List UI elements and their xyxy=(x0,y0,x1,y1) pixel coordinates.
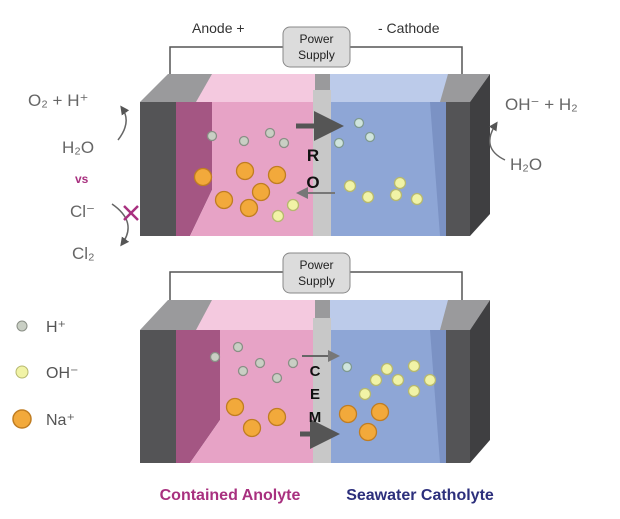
anolyte-side xyxy=(176,330,220,463)
oh-ion-particle xyxy=(393,176,407,190)
membrane-letter: M xyxy=(309,409,322,426)
na-ion-particle xyxy=(267,407,287,427)
oh-ion-particle xyxy=(286,198,300,212)
na-ion-particle xyxy=(193,167,213,187)
cathode-products: OH⁻ + H₂ xyxy=(505,95,578,114)
catholyte-chamber xyxy=(331,330,441,463)
anolyte-chamber xyxy=(190,330,315,463)
na-ion-particle xyxy=(338,404,358,424)
h-ion-particle xyxy=(232,341,244,353)
oxidation-arrow xyxy=(117,105,130,141)
power-supply-label: Supply xyxy=(298,274,335,288)
catholyte-label: Seawater Catholyte xyxy=(346,487,494,504)
oh-ion-particle xyxy=(410,192,424,206)
h-ion-particle xyxy=(271,372,283,384)
membrane-letter: O xyxy=(306,173,319,192)
oh-ion-particle xyxy=(361,190,375,204)
h-ion-particle xyxy=(364,131,376,143)
h-ion-particle xyxy=(237,365,249,377)
oh-ion-particle xyxy=(380,362,394,376)
h-ion-particle xyxy=(333,137,345,149)
cathode-reactant: H₂O xyxy=(510,155,542,174)
chlorine-label: Cl₂ xyxy=(72,244,95,263)
reduction-arrow xyxy=(488,121,506,161)
catholyte-chamber xyxy=(331,102,441,236)
catholyte-top xyxy=(330,300,448,330)
anode-wire xyxy=(169,46,283,75)
h-ion-particle xyxy=(209,351,221,363)
cathode-wire xyxy=(350,271,463,302)
power-supply-label: Power xyxy=(299,32,333,46)
h-ion-particle xyxy=(254,357,266,369)
h-ion-particle xyxy=(238,135,250,147)
blocked-x-icon xyxy=(123,205,139,221)
h-ion-particle xyxy=(341,361,353,373)
legend-label: OH⁻ xyxy=(46,365,78,382)
anode-label: Anode + xyxy=(192,20,245,36)
anolyte-top xyxy=(196,300,315,330)
cathode-edge xyxy=(470,300,490,463)
na-ion-particle xyxy=(358,422,378,442)
legend-label: Na⁺ xyxy=(46,412,75,429)
na-ion-particle xyxy=(370,402,390,422)
power-supply-label: Supply xyxy=(298,48,335,62)
power-supply-box xyxy=(282,252,351,294)
cathode-wire xyxy=(350,46,463,75)
na-ion-particle xyxy=(239,198,259,218)
oh-ion-particle xyxy=(343,179,357,193)
anolyte-side xyxy=(176,102,212,236)
oh-ion-particle xyxy=(423,373,437,387)
na-ion-particle xyxy=(267,165,287,185)
na-ion-particle xyxy=(225,397,245,417)
cathode-electrode xyxy=(446,330,470,463)
power-supply-label: Power xyxy=(299,258,333,272)
h-ion-particle xyxy=(206,130,218,142)
h-ion-particle xyxy=(278,137,290,149)
chlorine-arrow xyxy=(111,203,130,247)
oh-ion-particle xyxy=(358,387,372,401)
membrane-letter: C xyxy=(310,363,321,380)
catholyte-side xyxy=(430,330,446,463)
chloride-label: Cl⁻ xyxy=(70,202,95,221)
h-ion-particle xyxy=(287,357,299,369)
catholyte-side xyxy=(430,102,446,236)
anode-electrode xyxy=(140,330,176,463)
na-ion-particle xyxy=(251,182,271,202)
oh-ion-particle xyxy=(369,373,383,387)
anode-reactant: H₂O xyxy=(62,138,94,157)
legend-na-ion-icon xyxy=(12,409,32,429)
na-ion-particle xyxy=(242,418,262,438)
h-ion-particle xyxy=(264,127,276,139)
legend: H⁺ OH⁻ Na⁺ xyxy=(12,319,78,429)
oh-ion-particle xyxy=(407,359,421,373)
cathode-edge xyxy=(470,74,490,236)
h-ion-particle xyxy=(353,117,365,129)
anode-wire xyxy=(169,271,283,302)
top-cell: Power Supply Anode + - Cathode R O xyxy=(140,20,490,236)
oh-ion-particle xyxy=(407,384,421,398)
anolyte-top xyxy=(196,74,315,102)
oh-ion-particle xyxy=(389,188,403,202)
oh-ion-particle xyxy=(391,373,405,387)
catholyte-top xyxy=(330,74,448,102)
cathode-label: - Cathode xyxy=(378,20,440,36)
legend-label: H⁺ xyxy=(46,319,66,336)
anolyte-label: Contained Anolyte xyxy=(160,487,301,504)
membrane-letter: R xyxy=(307,146,319,165)
legend-h-ion-icon xyxy=(16,320,28,332)
oh-ion-particle xyxy=(271,209,285,223)
power-supply-box xyxy=(282,26,351,68)
na-ion-particle xyxy=(235,161,255,181)
versus-label: vs xyxy=(75,172,89,186)
bottom-cell: Power Supply C E M xyxy=(140,252,490,463)
legend-oh-ion-icon xyxy=(15,365,29,379)
na-ion-particle xyxy=(214,190,234,210)
anode-electrode xyxy=(140,102,176,236)
membrane-letter: E xyxy=(310,386,320,403)
cathode-electrode xyxy=(446,102,470,236)
anode-products: O₂ + H⁺ xyxy=(28,91,88,110)
